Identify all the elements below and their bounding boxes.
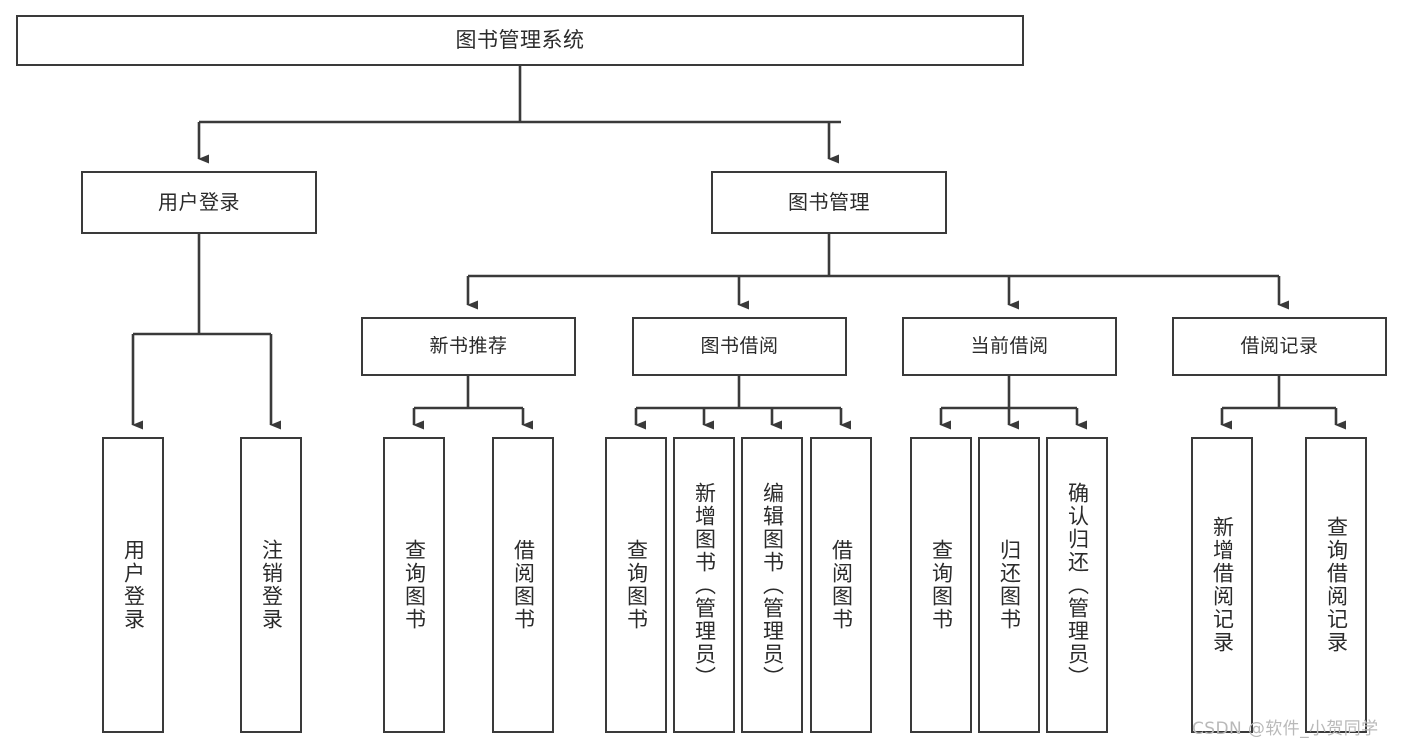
node-label: 查询图书	[624, 539, 649, 631]
node-label: 借阅图书	[511, 539, 536, 631]
node-label: 查询图书	[929, 539, 954, 631]
leaf-new-book-query-book[interactable]: 查询图书	[383, 437, 445, 733]
node-label: 用户登录	[158, 189, 240, 214]
node-current-borrow[interactable]: 当前借阅	[902, 317, 1117, 376]
node-label: 归还图书	[997, 539, 1022, 631]
leaf-records-query-record[interactable]: 查询借阅记录	[1305, 437, 1367, 733]
node-label: 借阅图书	[829, 539, 854, 631]
node-label: 用户登录	[121, 539, 146, 631]
csdn-watermark: CSDN @软件_小贺同学	[1192, 719, 1379, 739]
node-label: 编辑图书（管理员）	[760, 481, 785, 689]
node-user-login[interactable]: 用户登录	[81, 171, 317, 234]
leaf-user-login-login[interactable]: 用户登录	[102, 437, 164, 733]
node-label: 当前借阅	[970, 335, 1049, 358]
node-label: 图书借阅	[700, 335, 779, 358]
node-label: 查询借阅记录	[1324, 516, 1349, 654]
leaf-borrow-add-book-admin[interactable]: 新增图书（管理员）	[673, 437, 735, 733]
node-label: 查询图书	[402, 539, 427, 631]
leaf-current-query-book[interactable]: 查询图书	[910, 437, 972, 733]
leaf-borrow-borrow-book[interactable]: 借阅图书	[810, 437, 872, 733]
node-label: 新书推荐	[429, 335, 508, 358]
node-book-borrow[interactable]: 图书借阅	[632, 317, 847, 376]
node-label: 新增借阅记录	[1210, 516, 1235, 654]
leaf-current-return-book[interactable]: 归还图书	[978, 437, 1040, 733]
leaf-records-add-record[interactable]: 新增借阅记录	[1191, 437, 1253, 733]
leaf-new-book-borrow-book[interactable]: 借阅图书	[492, 437, 554, 733]
node-root-book-management-system[interactable]: 图书管理系统	[16, 15, 1024, 66]
node-label: 新增图书（管理员）	[692, 481, 717, 689]
node-label: 借阅记录	[1240, 335, 1319, 358]
node-book-management[interactable]: 图书管理	[711, 171, 947, 234]
node-new-book-recommend[interactable]: 新书推荐	[361, 317, 576, 376]
leaf-current-confirm-return-admin[interactable]: 确认归还（管理员）	[1046, 437, 1108, 733]
leaf-user-login-logout[interactable]: 注销登录	[240, 437, 302, 733]
leaf-borrow-edit-book-admin[interactable]: 编辑图书（管理员）	[741, 437, 803, 733]
node-label: 图书管理系统	[455, 28, 585, 53]
node-label: 注销登录	[259, 539, 284, 631]
node-borrow-records[interactable]: 借阅记录	[1172, 317, 1387, 376]
leaf-borrow-query-book[interactable]: 查询图书	[605, 437, 667, 733]
node-label: 确认归还（管理员）	[1065, 481, 1090, 689]
node-label: 图书管理	[788, 189, 870, 214]
